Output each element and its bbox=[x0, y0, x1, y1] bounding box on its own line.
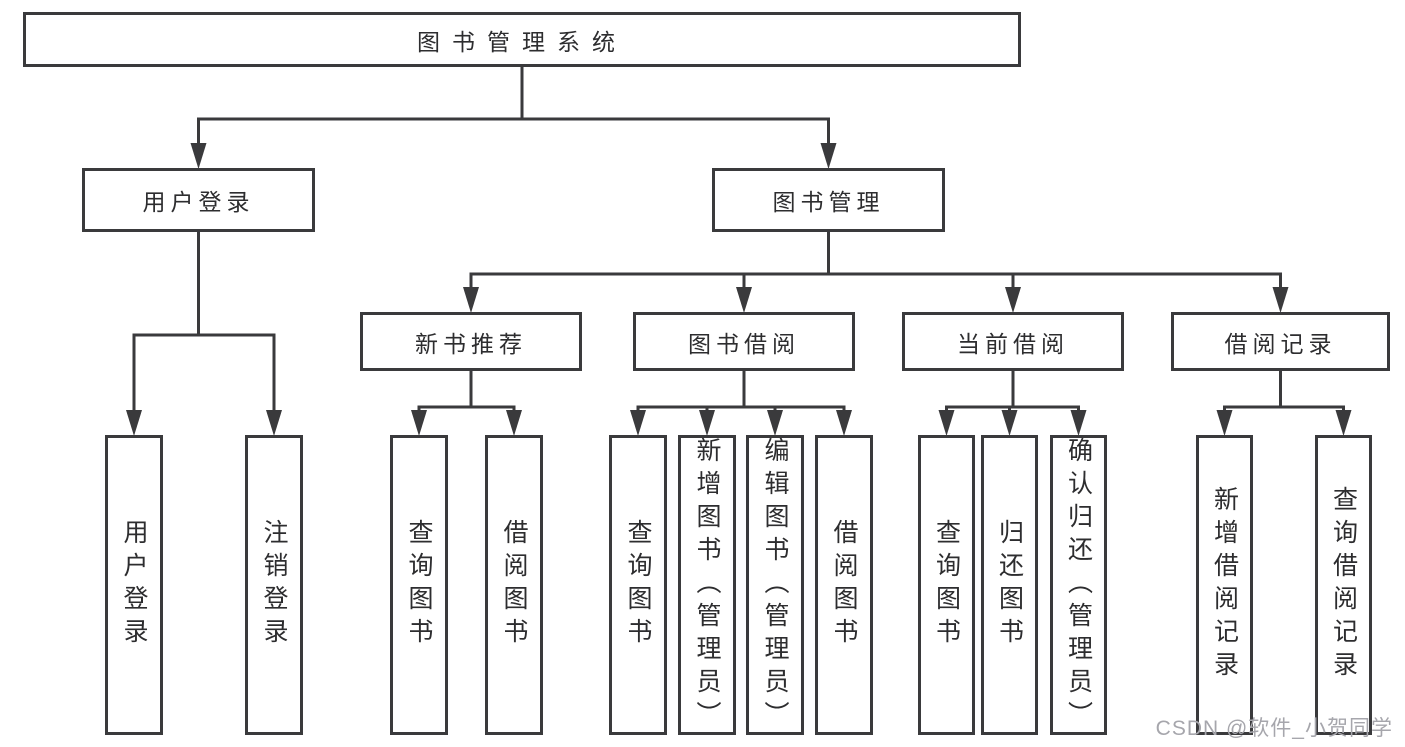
arrowhead-leaf-add-borrow-record bbox=[1216, 410, 1233, 436]
node-leaf-add-books: 新增图书（管理员） bbox=[678, 435, 736, 735]
node-new-books: 新书推荐 bbox=[360, 312, 582, 371]
node-leaf-query-borrow-record: 查询借阅记录 bbox=[1315, 435, 1372, 735]
arrowhead-leaf-confirm-return bbox=[1070, 410, 1087, 436]
node-leaf-query-books-2: 查询图书 bbox=[609, 435, 667, 735]
node-label-new-books: 新书推荐 bbox=[415, 330, 527, 357]
node-label-current-borrow: 当前借阅 bbox=[957, 330, 1069, 357]
node-label-leaf-add-books: 新增图书（管理员） bbox=[693, 436, 721, 734]
node-leaf-query-books-3: 查询图书 bbox=[918, 435, 975, 735]
node-label-leaf-confirm-return: 确认归还（管理员） bbox=[1064, 436, 1093, 734]
node-label-leaf-borrow-books-1: 借阅图书 bbox=[500, 519, 528, 651]
node-leaf-return-books: 归还图书 bbox=[981, 435, 1038, 735]
node-borrow-records: 借阅记录 bbox=[1171, 312, 1390, 371]
node-book-mgmt: 图书管理 bbox=[712, 168, 945, 232]
node-book-borrow: 图书借阅 bbox=[633, 312, 855, 371]
node-label-leaf-query-books-3: 查询图书 bbox=[932, 519, 961, 651]
node-label-leaf-add-borrow-record: 新增借阅记录 bbox=[1210, 486, 1239, 684]
node-label-root: 图书管理系统 bbox=[417, 28, 627, 55]
arrowhead-user-login bbox=[190, 143, 207, 169]
watermark: CSDN @软件_小贺同学 bbox=[1155, 717, 1393, 740]
arrowhead-leaf-query-books-3 bbox=[938, 410, 955, 436]
node-leaf-logout: 注销登录 bbox=[245, 435, 303, 735]
node-root: 图书管理系统 bbox=[23, 12, 1021, 67]
arrowhead-new-books bbox=[463, 287, 479, 313]
arrowhead-leaf-logout bbox=[266, 410, 282, 436]
node-leaf-confirm-return: 确认归还（管理员） bbox=[1050, 435, 1107, 735]
node-current-borrow: 当前借阅 bbox=[902, 312, 1124, 371]
node-label-leaf-borrow-books-2: 借阅图书 bbox=[830, 519, 858, 651]
arrowhead-current-borrow bbox=[1005, 287, 1021, 313]
arrowhead-leaf-query-books-1 bbox=[411, 410, 427, 436]
node-user-login: 用户登录 bbox=[82, 168, 315, 232]
node-label-borrow-records: 借阅记录 bbox=[1224, 330, 1337, 357]
arrowhead-leaf-user-login bbox=[126, 410, 142, 436]
node-label-leaf-query-books-1: 查询图书 bbox=[405, 519, 433, 651]
node-label-leaf-query-borrow-record: 查询借阅记录 bbox=[1329, 486, 1358, 684]
node-label-leaf-return-books: 归还图书 bbox=[995, 519, 1024, 651]
node-leaf-add-borrow-record: 新增借阅记录 bbox=[1196, 435, 1253, 735]
arrowhead-book-borrow bbox=[736, 287, 752, 313]
node-label-leaf-query-books-2: 查询图书 bbox=[624, 519, 652, 651]
node-label-user-login: 用户登录 bbox=[142, 189, 255, 215]
arrowhead-leaf-query-borrow-record bbox=[1335, 410, 1352, 436]
arrowhead-leaf-return-books bbox=[1001, 410, 1018, 436]
arrowhead-leaf-add-books bbox=[699, 410, 715, 436]
node-label-book-borrow: 图书借阅 bbox=[688, 330, 800, 357]
node-label-book-mgmt: 图书管理 bbox=[772, 189, 885, 215]
node-label-leaf-logout: 注销登录 bbox=[260, 519, 288, 651]
arrowhead-leaf-query-books-2 bbox=[630, 410, 646, 436]
arrowhead-leaf-borrow-books-1 bbox=[506, 410, 522, 436]
node-leaf-query-books-1: 查询图书 bbox=[390, 435, 448, 735]
node-leaf-edit-books: 编辑图书（管理员） bbox=[746, 435, 804, 735]
arrowhead-book-mgmt bbox=[820, 143, 837, 169]
arrowhead-leaf-edit-books bbox=[767, 410, 783, 436]
node-leaf-borrow-books-2: 借阅图书 bbox=[815, 435, 873, 735]
arrowhead-leaf-borrow-books-2 bbox=[836, 410, 852, 436]
node-label-leaf-edit-books: 编辑图书（管理员） bbox=[761, 436, 789, 734]
node-leaf-borrow-books-1: 借阅图书 bbox=[485, 435, 543, 735]
node-leaf-user-login: 用户登录 bbox=[105, 435, 163, 735]
node-label-leaf-user-login: 用户登录 bbox=[120, 519, 148, 651]
arrowhead-borrow-records bbox=[1272, 287, 1289, 313]
